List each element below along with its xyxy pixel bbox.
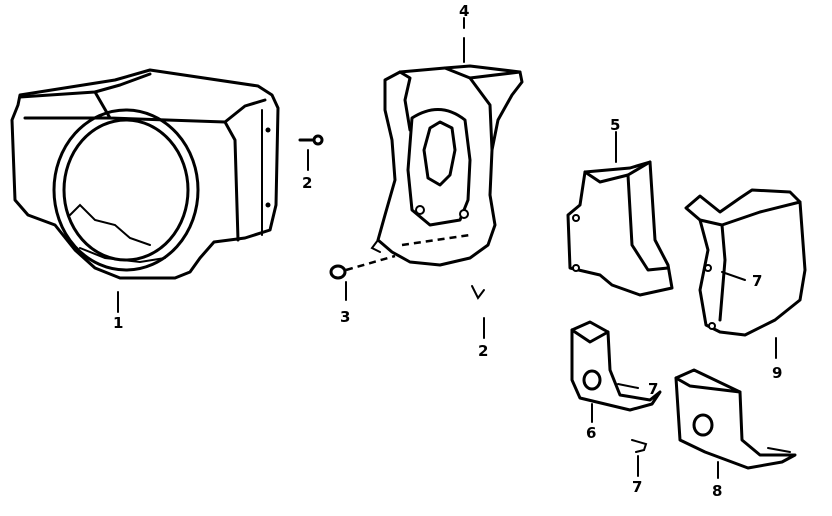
screw-part-7[interactable] [631,439,648,477]
screw-part-3[interactable] [329,254,396,301]
callout-7c: 7 [632,478,642,496]
callout-8: 8 [712,482,722,500]
callout-9: 9 [772,364,782,382]
air-guide-part-8[interactable] [674,368,797,479]
cylinder-shield-part-5[interactable] [566,131,674,297]
callout-2a: 2 [302,174,312,192]
back-plate-part[interactable] [370,17,524,267]
callout-6: 6 [586,424,596,442]
screw-part-2b[interactable] [471,285,485,339]
callout-5: 5 [610,116,620,134]
callout-2b: 2 [478,342,488,360]
callout-7a: 7 [752,272,762,290]
blower-housing-part[interactable] [10,68,280,280]
cylinder-head-shield-part-9[interactable] [684,188,807,359]
callout-7b: 7 [648,380,658,398]
screw-part-2a[interactable] [298,134,324,171]
callout-3: 3 [340,308,350,326]
callout-4: 4 [459,2,469,20]
callout-1: 1 [113,314,123,332]
air-guide-part-6[interactable] [570,320,662,423]
